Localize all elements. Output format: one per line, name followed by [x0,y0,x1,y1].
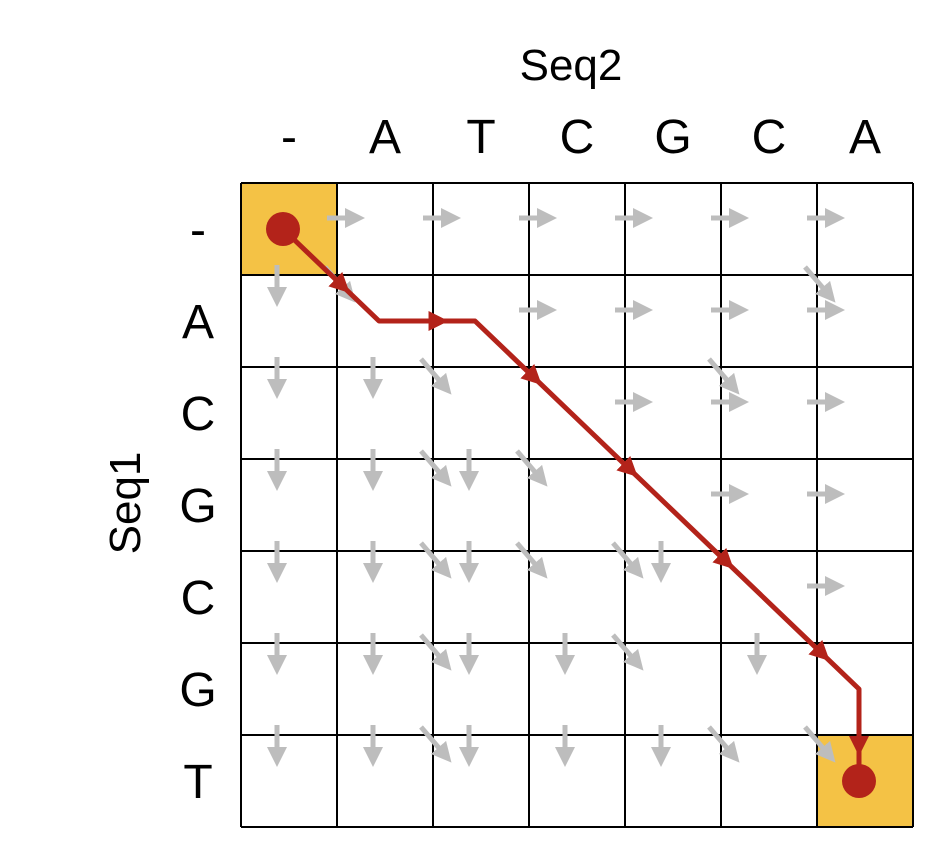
seq1-base-label: G [179,480,216,533]
traceback-path-line [281,227,862,781]
traceback-arrowhead [520,363,542,385]
seq1-base-label: A [182,296,214,349]
seq1-base-label: G [179,664,216,717]
gray-diagonal-arrow [611,633,644,671]
traceback-arrowhead [616,455,638,477]
matrix-grid [240,182,914,828]
gray-diagonal-arrow [419,725,452,763]
traceback-arrowhead [808,639,830,661]
gray-diagonal-arrow [803,265,836,303]
gray-diagonal-arrow [707,357,740,395]
traceback-path [266,212,876,798]
seq2-base-label: G [654,111,691,164]
traceback-arrowhead [328,271,350,293]
gray-diagonal-arrow [707,725,740,763]
seq2-base-label: T [466,111,495,164]
path-end-dot [842,764,876,798]
gray-diagonal-arrow [803,725,836,763]
seq2-title: Seq2 [520,41,623,90]
seq1-base-label: C [181,388,216,441]
seq2-base-label: A [849,111,881,164]
seq1-base-label: T [183,756,212,809]
seq1-base-label: C [181,572,216,625]
highlighted-cells [241,183,913,827]
seq2-base-label: A [369,111,401,164]
seq1-title: Seq1 [101,452,150,555]
gray-diagonal-arrow [419,541,452,579]
traceback-arrowhead [712,547,734,569]
gray-arrows [267,208,845,767]
seq2-base-label: - [281,111,297,164]
seq2-base-label: C [752,111,787,164]
gray-diagonal-arrow [515,449,548,487]
path-start-dot [266,212,300,246]
gray-diagonal-arrow [419,449,452,487]
gray-diagonal-arrow [419,633,452,671]
gray-diagonal-arrow [611,541,644,579]
seq2-base-label: C [560,111,595,164]
gray-diagonal-arrow [419,357,452,395]
seq1-base-label: - [190,204,206,257]
gray-diagonal-arrow [515,541,548,579]
